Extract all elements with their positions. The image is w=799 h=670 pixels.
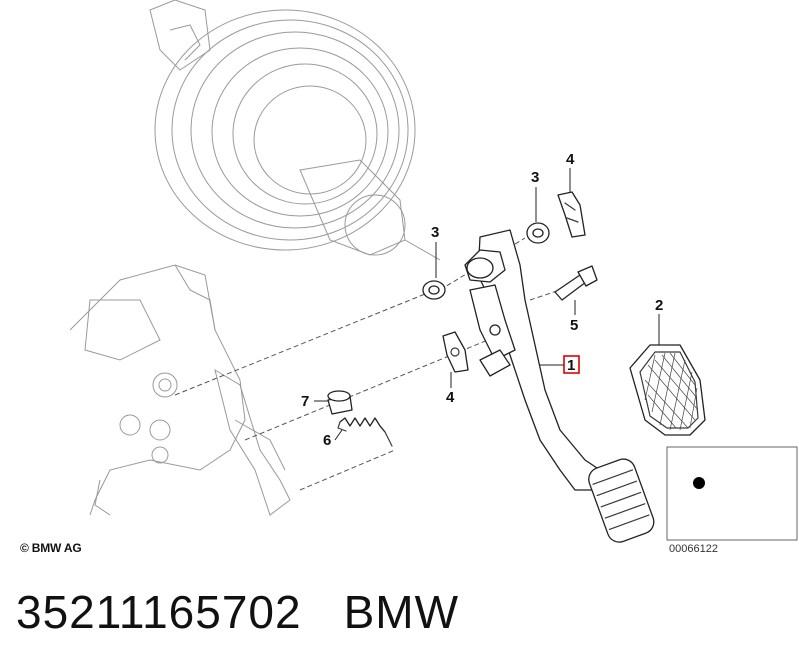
- bushing-drawing: [422, 222, 550, 300]
- callout-3-left: 3: [431, 224, 439, 241]
- clip-drawing: [442, 191, 586, 373]
- copyright-label: © BMW AG: [20, 541, 82, 555]
- brake-booster-drawing: [149, 0, 441, 261]
- location-inset: [666, 446, 798, 541]
- callout-3-right: 3: [531, 169, 539, 186]
- location-dot: [693, 477, 705, 489]
- callouts: 1 2 3 3 4 4 5 6 7: [301, 151, 663, 449]
- callout-4-bottom: 4: [446, 389, 455, 406]
- callout-6: 6: [323, 432, 331, 449]
- callout-2: 2: [655, 297, 663, 314]
- callout-5: 5: [570, 317, 578, 334]
- callout-1: 1: [567, 357, 575, 374]
- part-number: 35211165702: [16, 586, 302, 638]
- pedal-bracket-drawing: [69, 264, 291, 516]
- callout-7: 7: [301, 393, 309, 410]
- pin-drawing: [554, 265, 598, 301]
- spring-drawing: [337, 417, 393, 447]
- part-caption: 35211165702 BMW: [16, 585, 459, 639]
- image-reference-number: 00066122: [669, 543, 718, 555]
- brake-pedal-drawing: [464, 229, 655, 543]
- callout-4-top: 4: [566, 151, 575, 168]
- pedal-pad-drawing: [629, 344, 706, 436]
- brand-name: BMW: [343, 586, 460, 638]
- stop-drawing: [327, 390, 353, 415]
